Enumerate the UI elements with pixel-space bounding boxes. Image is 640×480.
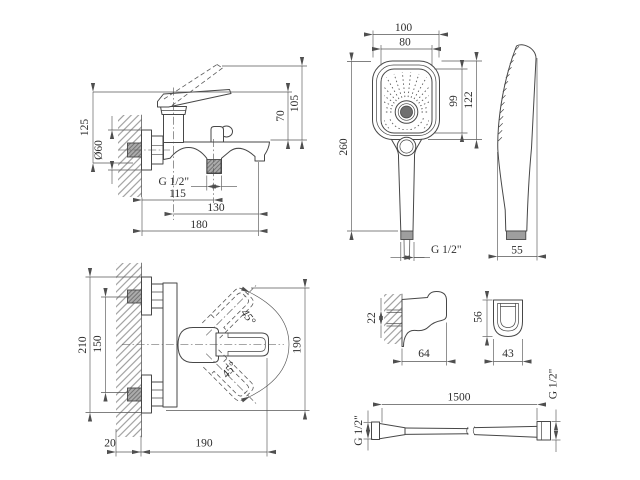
spray-pattern (384, 72, 429, 130)
dim-80: 80 (399, 37, 411, 49)
eccentric-thread-bottom (127, 387, 142, 402)
mounting-pins (386, 309, 402, 327)
dim-99: 99 (448, 95, 460, 107)
bracket-front-view: 56 43 (473, 291, 532, 366)
handle-connector (400, 230, 414, 240)
wall-hatch (116, 263, 142, 437)
dim-70: 70 (275, 110, 287, 122)
spray-face (380, 68, 433, 134)
shower-outlet-thread (206, 159, 222, 174)
escutcheon-top (141, 276, 152, 316)
swing-arc (241, 286, 290, 403)
dim-260: 260 (338, 138, 350, 156)
mixer-boss (177, 327, 219, 363)
bracket-side-view: 22 64 (366, 291, 456, 366)
mixer-body-horizontal (163, 141, 270, 174)
hex-nut-top (151, 283, 164, 309)
dim-190-vertical: 190 (292, 336, 304, 354)
hose-break-line (466, 426, 469, 435)
dim-43: 43 (502, 348, 514, 360)
hose-nut-right (536, 421, 551, 441)
dim-thread-left: G 1/2" (353, 415, 365, 446)
dim-outlet-thread: G 1/2" (159, 176, 190, 188)
dim-105: 105 (289, 95, 301, 113)
dim-45-lower: 45° (220, 360, 240, 380)
dim-handle-thread: G 1/2" (431, 244, 462, 256)
spray-face-hatch (497, 46, 520, 142)
hose-cone-left (379, 423, 406, 440)
shower-profile (497, 44, 537, 232)
dim-22: 22 (366, 312, 378, 324)
dim-130: 130 (207, 202, 225, 214)
eccentric-thread-top (127, 289, 142, 304)
lever-handle (157, 89, 232, 108)
dim-122: 122 (463, 91, 475, 109)
dim-escutcheon-diameter: Ø60 (93, 140, 105, 160)
dim-115: 115 (169, 188, 186, 200)
hose-tube (404, 427, 469, 430)
dim-20: 20 (104, 438, 116, 450)
dim-55: 55 (511, 245, 523, 257)
mixer-front-view: 210 150 45° 45° 190 20 190 (77, 262, 310, 457)
dim-210: 210 (77, 336, 89, 354)
escutcheon-bottom (141, 374, 152, 414)
handle-connector-side (506, 230, 527, 240)
wall-hatch (384, 294, 402, 344)
dim-thread-right: G 1/2" (548, 369, 560, 400)
bracket-profile (401, 291, 447, 347)
dim-1500: 1500 (448, 392, 471, 404)
dim-190-horizontal: 190 (195, 438, 213, 450)
dim-150: 150 (92, 335, 104, 353)
mixer-side-view: 125 Ø60 70 105 G 1/2" 115 130 180 (79, 57, 307, 236)
dim-64: 64 (418, 348, 430, 360)
handshower-side-view: 55 (488, 44, 546, 261)
handshower-front-view: 100 80 260 99 122 G 1/2" (338, 22, 482, 261)
dim-56: 56 (473, 311, 485, 323)
dim-100: 100 (395, 22, 413, 34)
mixer-body-plate (162, 282, 178, 408)
dim-125: 125 (79, 119, 91, 137)
hose-fitting-left (371, 421, 380, 440)
hose-view: 1500 G 1/2" G 1/2" (353, 369, 561, 452)
lever-raised-phantom (163, 64, 218, 100)
center-nozzle (400, 105, 413, 119)
dim-45-upper: 45° (238, 307, 258, 327)
hex-nut-bottom (151, 381, 164, 407)
dim-180: 180 (190, 219, 208, 231)
